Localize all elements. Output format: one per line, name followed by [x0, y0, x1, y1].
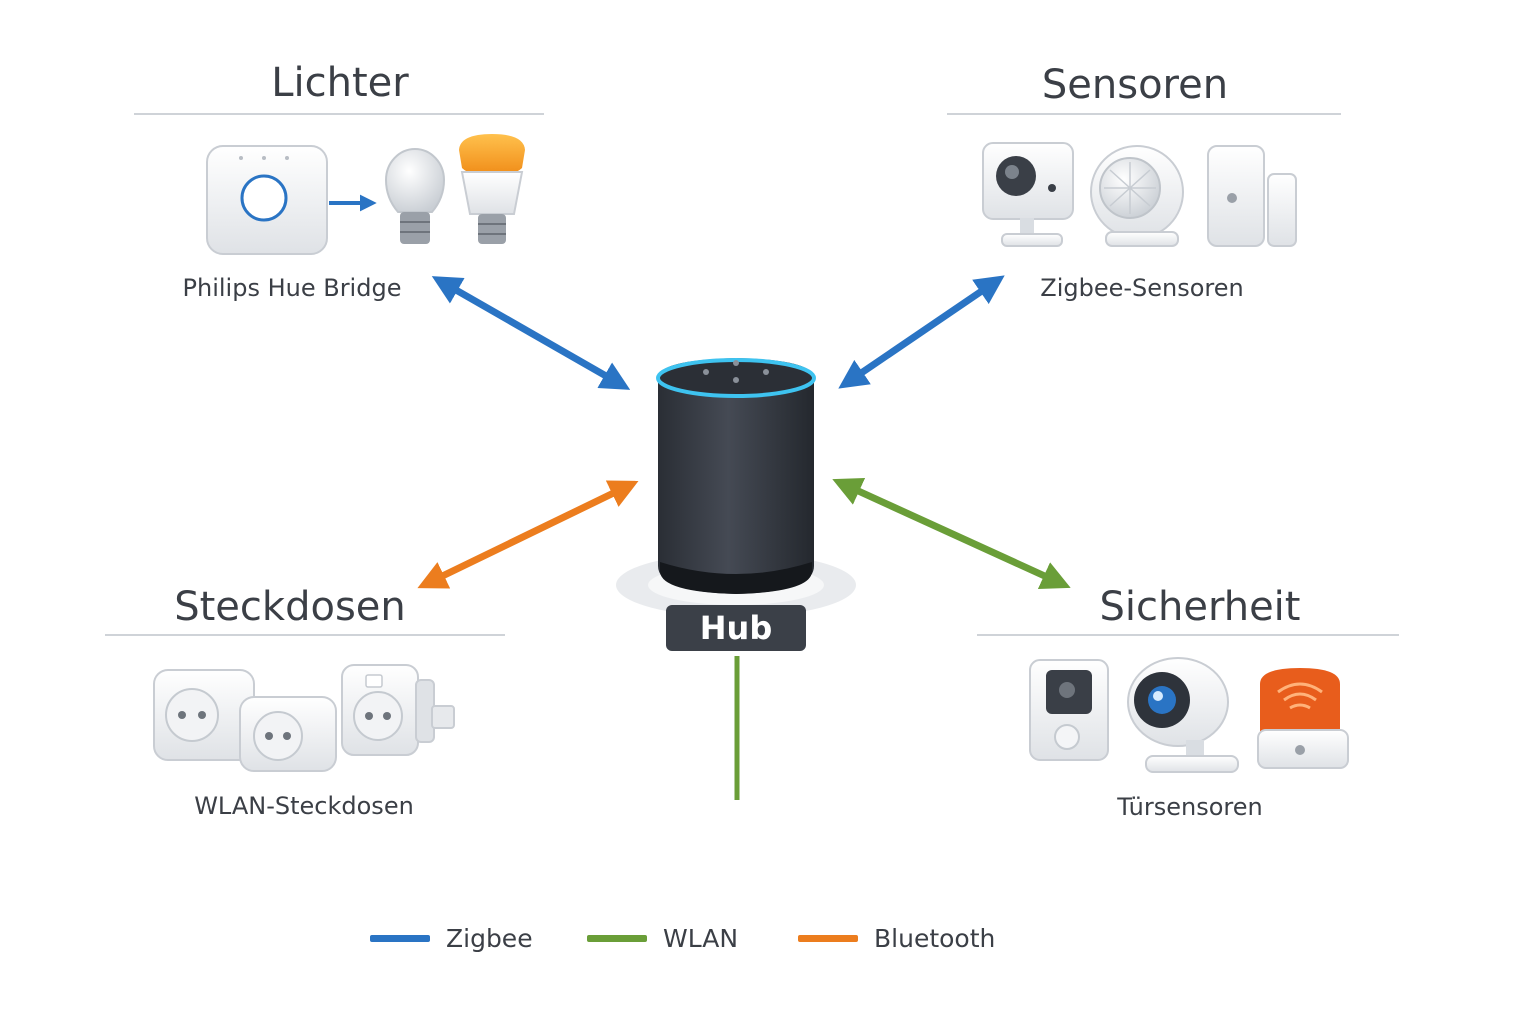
- caption-tuersensoren: Türsensoren: [1117, 793, 1263, 821]
- siren-icon: [1257, 668, 1349, 769]
- camera-sensor-icon: [982, 142, 1074, 247]
- smart-plug-icon: [239, 696, 337, 772]
- color-bulb-icon: [459, 134, 525, 244]
- group-title-sensoren: Sensoren: [1041, 62, 1229, 108]
- zigbee-link-sensors: [838, 275, 1005, 389]
- legend: Zigbee WLAN Bluetooth: [0, 924, 1536, 964]
- bluetooth-link-plugs: [417, 480, 639, 589]
- security-camera-icon: [1127, 657, 1239, 773]
- zigbee-link-lights: [431, 276, 631, 390]
- legend-item-zigbee: Zigbee: [370, 924, 533, 953]
- smart-plug-icon: [341, 664, 455, 756]
- group-title-steckdosen: Steckdosen: [174, 584, 406, 630]
- legend-swatch-zigbee: [370, 935, 430, 942]
- group-title-lichter: Lichter: [271, 60, 409, 106]
- doorbell-icon: [1029, 659, 1109, 761]
- contact-sensor-icon: [1207, 145, 1297, 247]
- legend-label-zigbee: Zigbee: [446, 924, 533, 953]
- group-title-sicherheit: Sicherheit: [1099, 584, 1301, 630]
- legend-label-wlan: WLAN: [663, 924, 739, 953]
- legend-item-bluetooth: Bluetooth: [798, 924, 995, 953]
- smart-plug-icon: [153, 669, 255, 761]
- legend-label-bluetooth: Bluetooth: [874, 924, 996, 953]
- hub-label: Hub: [666, 605, 806, 651]
- wlan-link-security: [832, 477, 1071, 590]
- smart-speaker-icon: [616, 358, 856, 617]
- legend-swatch-wlan: [587, 935, 647, 942]
- caption-philips-hue-bridge: Philips Hue Bridge: [182, 274, 402, 302]
- motion-sensor-icon: [1090, 145, 1184, 247]
- group-rule-steckdosen: [105, 634, 505, 636]
- caption-zigbee-sensoren: Zigbee-Sensoren: [1040, 274, 1244, 302]
- group-rule-sicherheit: [977, 634, 1399, 636]
- legend-item-wlan: WLAN: [587, 924, 738, 953]
- legend-swatch-bluetooth: [798, 935, 858, 942]
- light-bulb-icon: [384, 148, 446, 244]
- group-rule-lichter: [134, 113, 544, 115]
- hue-bridge-icon: [206, 145, 328, 255]
- group-rule-sensoren: [947, 113, 1341, 115]
- caption-wlan-steckdosen: WLAN-Steckdosen: [194, 792, 414, 820]
